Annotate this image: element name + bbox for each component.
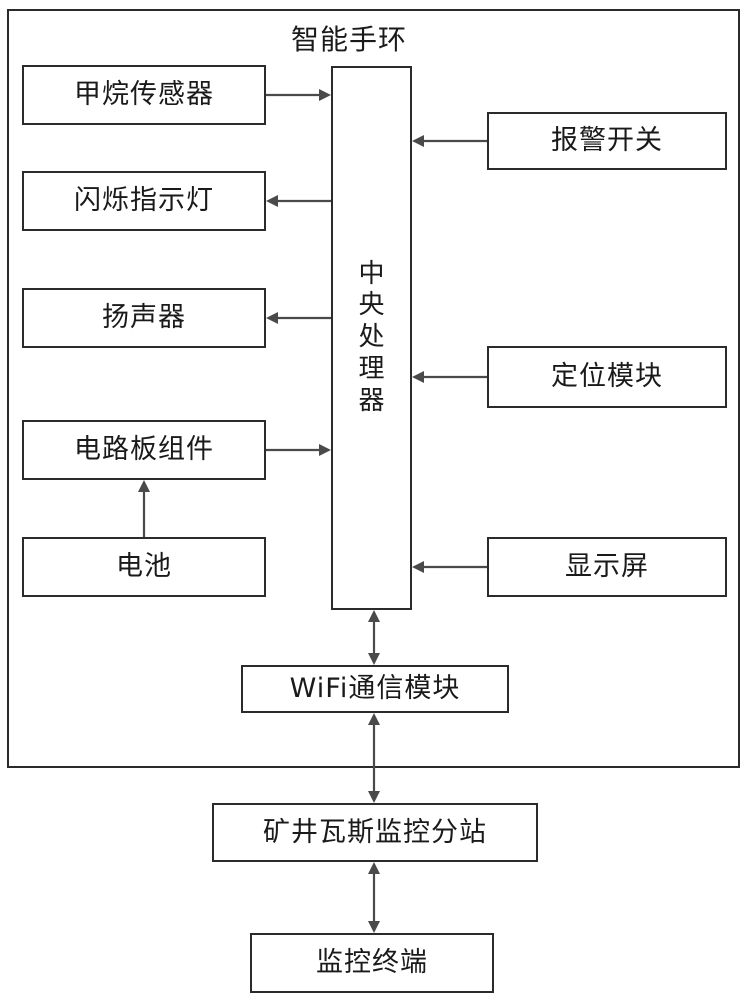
cpu-char-4: 理 (358, 353, 385, 384)
node-wifi-communication-module[interactable]: WiFi通信模块 (241, 665, 509, 713)
node-monitoring-terminal[interactable]: 监控终端 (250, 933, 494, 993)
cpu-char-2: 央 (358, 290, 385, 321)
page-title: 智能手环 (291, 23, 408, 56)
node-display-screen[interactable]: 显示屏 (487, 537, 727, 597)
arrow-substation-to-terminal-bidirectional (368, 862, 380, 933)
node-positioning-module[interactable]: 定位模块 (487, 346, 727, 408)
node-speaker[interactable]: 扬声器 (22, 288, 266, 348)
node-flashing-indicator[interactable]: 闪烁指示灯 (22, 171, 266, 231)
cpu-char-5: 器 (358, 385, 385, 416)
cpu-char-3: 处 (358, 322, 385, 353)
node-mine-gas-monitoring-substation[interactable]: 矿井瓦斯监控分站 (212, 803, 538, 862)
node-central-processor[interactable]: 中 央 处 理 器 (331, 66, 412, 610)
node-battery[interactable]: 电池 (22, 537, 266, 597)
node-methane-sensor[interactable]: 甲烷传感器 (22, 65, 266, 125)
node-circuit-board-assembly[interactable]: 电路板组件 (22, 420, 266, 480)
node-alarm-switch[interactable]: 报警开关 (487, 112, 727, 170)
cpu-char-1: 中 (358, 258, 385, 289)
